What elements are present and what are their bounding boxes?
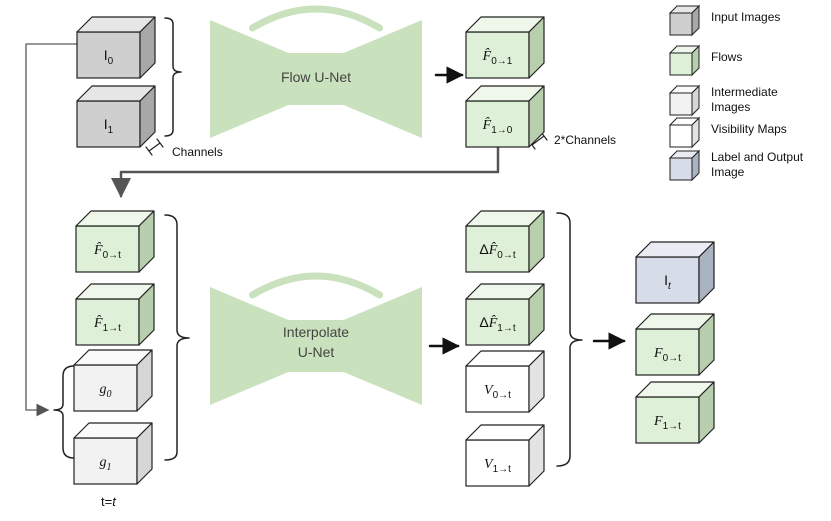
legend-swatch: [669, 92, 693, 116]
dflow1t-label: ΔF̂1→t: [479, 314, 515, 334]
legend-label: Image: [711, 165, 745, 179]
legend-label: Label and Output: [711, 150, 804, 164]
legend-item: Input Images: [668, 4, 780, 37]
legend-label: Flows: [711, 50, 742, 64]
dflow0t-block: ΔF̂0→t: [465, 210, 545, 273]
legend-label: Visibility Maps: [711, 122, 787, 136]
outF0t-front-face: [635, 328, 700, 376]
legend-label: Intermediate: [711, 85, 778, 99]
flow-unet-body: [210, 20, 422, 138]
interp-unet-body: [210, 287, 422, 405]
input1-front-face: [76, 100, 141, 148]
dflow1t-block: ΔF̂1→t: [465, 283, 545, 346]
outIt-front-face: [635, 256, 700, 304]
vis1t-label: V1→t: [484, 457, 511, 475]
dflow0t-front-face: [465, 225, 530, 273]
interp-input-bracket: [164, 214, 190, 461]
vis1t-front-face: [465, 439, 530, 487]
flow0t-side-face: [138, 210, 155, 273]
flow10-side-face: [528, 85, 545, 148]
input0-side-face: [139, 16, 156, 79]
flow10-front-face: [465, 100, 530, 148]
legend-swatch: [669, 12, 693, 36]
input0-front-face: [76, 31, 141, 79]
legend-swatch: [669, 124, 693, 148]
interp-unet-skip: [248, 272, 384, 299]
legend-label: Images: [711, 100, 750, 114]
dflow0t-side-face: [528, 210, 545, 273]
flow1t-front-face: [75, 298, 140, 346]
flow01-label: F̂0→1: [482, 48, 513, 67]
channels-marker: [145, 138, 164, 156]
input-group-bracket: [164, 17, 182, 137]
outF0t-side-face: [698, 313, 715, 376]
dflow1t-side-face: [528, 283, 545, 346]
vis0t-block: V0→t: [465, 350, 545, 413]
vis1t-side-face: [528, 424, 545, 487]
outF1t-block: F1→t: [635, 381, 715, 444]
g0-block: g0: [73, 349, 153, 412]
flow01-side-face: [528, 16, 545, 79]
input1-side-face: [139, 85, 156, 148]
channels-label: Channels: [172, 145, 223, 159]
flow10-label: F̂1→0: [482, 117, 513, 136]
vis0t-front-face: [465, 365, 530, 413]
dflow0t-label: ΔF̂0→t: [479, 241, 515, 261]
flow10-block: F̂1→0: [465, 85, 545, 148]
flow-unet-skip: [248, 5, 384, 32]
time-label: t=t: [101, 494, 117, 509]
g-group-bracket: [53, 365, 75, 459]
flow01-block: F̂0→1: [465, 16, 545, 79]
input0-label: I0: [104, 47, 114, 67]
legend-item: Flows: [668, 44, 742, 77]
g0-side-face: [136, 349, 153, 412]
g1-side-face: [136, 422, 153, 485]
flow-feedback-arrow: [111, 144, 500, 198]
input1-label: I1: [104, 116, 114, 136]
outIt-label: It: [664, 272, 672, 292]
input1-block: I1: [76, 85, 156, 148]
interp-output-bracket: [556, 212, 583, 467]
outIt-side-face: [698, 241, 715, 304]
legend-swatch: [669, 52, 693, 76]
outF1t-side-face: [698, 381, 715, 444]
interp-unet-label-line: Interpolate: [283, 324, 349, 340]
dflow1t-front-face: [465, 298, 530, 346]
outF0t-block: F0→t: [635, 313, 715, 376]
flow-unet-label-line: Flow U-Net: [281, 69, 351, 85]
g0-label: g0: [100, 382, 112, 400]
channels2-label: 2*Channels: [554, 133, 616, 147]
flow1t-block: F̂1→t: [75, 283, 155, 346]
input-skip-arrow: [25, 43, 78, 417]
vis1t-block: V1→t: [465, 424, 545, 487]
outIt-block: It: [635, 241, 715, 304]
input0-block: I0: [76, 16, 156, 79]
flow0t-front-face: [75, 225, 140, 273]
flow0t-label: F̂0→t: [93, 242, 121, 261]
legend-swatch: [669, 157, 693, 181]
flow01-front-face: [465, 31, 530, 79]
g0-front-face: [73, 364, 138, 412]
interp-unet-label-line: U-Net: [298, 344, 335, 360]
flow0t-block: F̂0→t: [75, 210, 155, 273]
time-value: t: [112, 494, 117, 509]
legend-label: Input Images: [711, 10, 780, 24]
g1-label: g1: [100, 455, 112, 473]
vis0t-side-face: [528, 350, 545, 413]
legend-item: Visibility Maps: [668, 116, 787, 149]
g1-block: g1: [73, 422, 153, 485]
flow1t-label: F̂1→t: [93, 315, 121, 334]
outF1t-front-face: [635, 396, 700, 444]
time-prefix: t=: [101, 494, 112, 509]
flow1t-side-face: [138, 283, 155, 346]
flow-unet: Flow U-Net: [210, 5, 422, 138]
vis0t-label: V0→t: [484, 383, 511, 401]
outF1t-label: F1→t: [653, 414, 681, 432]
outF0t-label: F0→t: [653, 346, 681, 364]
